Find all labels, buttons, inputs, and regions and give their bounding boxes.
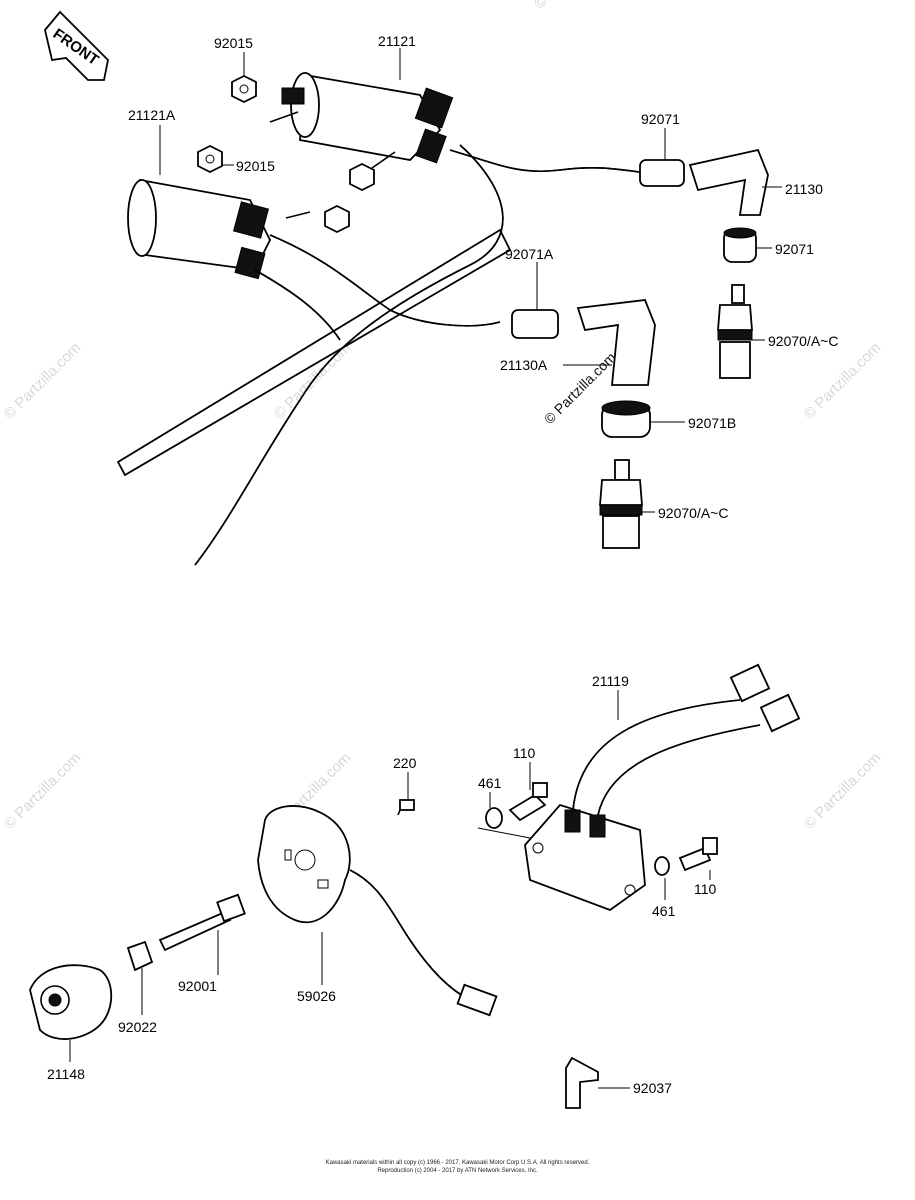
nut-92015 [231,74,257,104]
high-tension-leads [116,144,641,566]
part-label: 21130A [500,357,548,373]
clip-92022 [126,940,154,972]
leader-lines-lower [69,690,711,1089]
part-label: 59026 [297,988,336,1004]
part-label: 92071 [775,241,814,257]
ic-igniter-21119 [524,663,801,912]
part-label: 92015 [214,35,253,51]
part-label: 21130 [785,181,823,197]
copyright-line: Kawasaki materials within all copy (c) 1… [325,1160,590,1166]
part-label: 92070/A~C [658,505,728,521]
plug-cap-21130 [688,148,769,216]
watermark: © Partzilla.com [1,339,84,422]
seal-92071 [723,227,757,263]
pickup-plate-59026 [257,805,498,1017]
ignition-coil-upper [269,72,454,169]
part-label: 21148 [47,1066,85,1082]
part-label: 92071A [505,246,554,262]
part-label: 21119 [592,673,629,689]
screw-220 [397,799,415,816]
part-label: 21121A [128,107,176,123]
front-arrow-icon: FRONT [44,10,109,81]
washer-461 [654,856,670,876]
cap-seal-92071 [639,159,685,187]
part-label: 92015 [236,158,275,174]
part-label: 92071 [641,111,680,127]
part-label: 110 [513,745,536,761]
nut-92015 [324,204,350,234]
bolt-92001 [158,893,246,952]
part-label: 92070/A~C [768,333,838,349]
watermark: © Partzilla.com [1,749,84,832]
nut-92015 [197,144,223,174]
spark-plug-lower [599,459,643,549]
spark-plug-upper [717,284,753,379]
seal-92071B [601,400,651,438]
part-label: 220 [393,755,417,771]
part-label: 461 [652,903,676,919]
watermark: © Partzilla.com [531,0,614,13]
copyright-line: Reproduction (c) 2004 - 2017 by ATN Netw… [377,1168,538,1174]
washer-461 [485,807,503,829]
part-label: 92001 [178,978,217,994]
plug-cap-21130A [576,299,656,386]
part-label: 461 [478,775,502,791]
timing-advancer-21148 [29,964,113,1040]
ignition-coil-lower [127,178,311,280]
watermark: © Partzilla.com [801,339,884,422]
clamp-92037 [565,1056,599,1109]
part-label: 92071B [688,415,736,431]
part-labels: 92015 21121 21121A 92015 92071 21130 920… [47,33,838,1096]
bolt-110 [508,782,548,822]
nut-92015 [349,162,375,192]
part-label: 21121 [378,33,416,49]
part-label: 92037 [633,1080,672,1096]
bolt-110 [678,837,718,872]
part-label: 110 [694,881,717,897]
watermark: © Partzilla.com [801,749,884,832]
part-label: 92022 [118,1019,157,1035]
leader-lines-upper [159,48,782,513]
cap-seal-92071A [511,309,559,339]
